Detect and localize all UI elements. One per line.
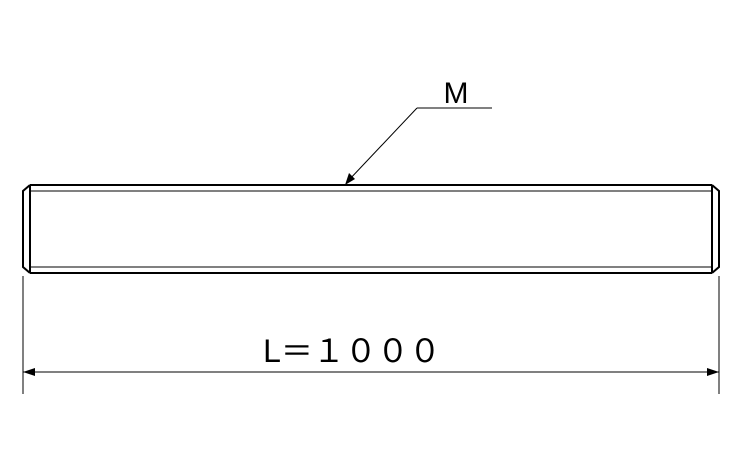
leader-arrowhead bbox=[345, 173, 355, 185]
rod-left-end bbox=[22, 184, 31, 274]
length-label: L＝１０００ bbox=[263, 333, 441, 369]
dimension-arrow-right bbox=[707, 368, 719, 376]
thread-label: M bbox=[444, 77, 469, 110]
dimension-arrow-left bbox=[23, 368, 35, 376]
length-dimension: L＝１０００ bbox=[22, 276, 720, 394]
rod-right-end bbox=[711, 184, 720, 274]
leader-diagonal bbox=[347, 107, 418, 182]
rod-body bbox=[22, 184, 720, 274]
thread-leader: M bbox=[345, 77, 492, 185]
